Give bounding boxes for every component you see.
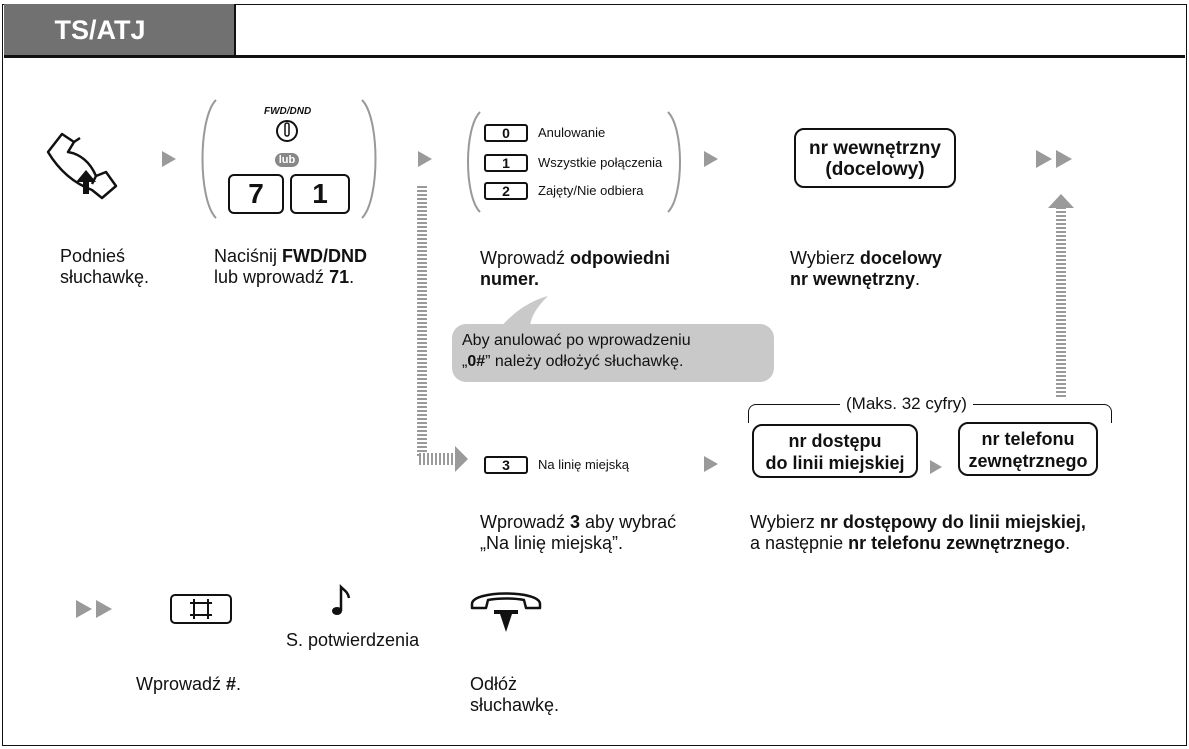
branch-arrowhead: [455, 446, 468, 472]
hash-key: [170, 594, 232, 624]
extension-number-box: nr wewnętrzny (docelowy): [794, 128, 956, 188]
outside-caption-pre: Wprowadź: [480, 512, 571, 532]
continue-arrow-icon-2: [76, 600, 112, 618]
flow-arrow-3: [704, 151, 718, 167]
fwd-caption: Naciśnij FWD/DND lub wprowadź 71.: [214, 246, 367, 288]
bubble-line1: Aby anulować po wprowadzeniu: [462, 332, 691, 349]
hash-caption-pre: Wprowadź: [136, 674, 227, 694]
extension-caption-pre: Wybierz: [790, 248, 860, 268]
flow-arrow-2: [418, 151, 432, 167]
access-box-line2: do linii miejskiej: [765, 453, 905, 473]
key-1-option: 1: [484, 154, 528, 172]
phone-box-line1: nr telefonu: [981, 429, 1075, 449]
return-connector: [1056, 207, 1066, 397]
right-parenthesis: [361, 99, 377, 219]
options-caption-pre: Wprowadź: [480, 248, 571, 268]
return-arrowhead: [1048, 194, 1074, 208]
fwd-dnd-label: FWD/DND: [264, 106, 312, 117]
confirmation-tone-label: S. potwierdzenia: [286, 630, 420, 650]
external-number-box: nr telefonu zewnętrznego: [958, 422, 1098, 476]
header-tab: TS/ATJ: [4, 4, 236, 57]
key-7: 7: [228, 174, 284, 214]
options-caption: Wprowadź odpowiedni numer.: [480, 248, 670, 290]
fwd-caption-line2-pre: lub wprowadź: [214, 267, 330, 287]
extension-box-line2: (docelowy): [825, 159, 925, 180]
option-busy-no-answer-label: Zajęty/Nie odbiera: [538, 183, 644, 198]
extension-caption: Wybierz docelowy nr wewnętrzny.: [790, 248, 942, 290]
hash-caption-post: .: [236, 674, 242, 694]
extension-caption-bold1: docelowy: [859, 248, 942, 268]
extension-caption-post: .: [915, 269, 921, 289]
hangup-caption-line1: Odłóż: [470, 674, 518, 694]
fwd-caption-bold1: FWD/DND: [282, 246, 368, 266]
option-cancel-label: Anulowanie: [538, 125, 606, 140]
bubble-line2-post: ” należy odłożyć słuchawkę.: [485, 353, 684, 370]
phone-box-line2: zewnętrznego: [968, 451, 1088, 471]
fwd-dnd-button-icon: [276, 120, 298, 142]
or-badge: lub: [275, 153, 299, 167]
hash-key-icon: [190, 599, 212, 619]
options-caption-bold1: odpowiedni: [570, 248, 671, 268]
flow-arrow-1: [162, 151, 176, 167]
bubble-tail: [500, 296, 548, 328]
access-box-line1: nr dostępu: [788, 431, 882, 451]
branch-connector-horizontal: [419, 453, 459, 465]
cancel-note-bubble: Aby anulować po wprowadzeniu „0#” należy…: [452, 324, 774, 382]
header-rule: [4, 55, 1185, 58]
outside-caption-bold: 3: [570, 512, 581, 532]
fwd-caption-post: .: [349, 267, 355, 287]
external-caption-bold2: nr telefonu zewnętrznego: [848, 533, 1066, 553]
external-caption-post: .: [1065, 533, 1071, 553]
hangup-caption: Odłóż słuchawkę.: [470, 674, 559, 716]
lift-caption: Podnieś słuchawkę.: [60, 246, 149, 288]
fwd-caption-pre: Naciśnij: [214, 246, 283, 266]
key-0: 0: [484, 124, 528, 142]
option-all-calls-label: Wszystkie połączenia: [538, 155, 663, 170]
outside-caption: Wprowadź 3 aby wybrać „Na linię miejską”…: [480, 512, 676, 554]
key-1: 1: [290, 174, 350, 214]
flow-arrow-5: [930, 460, 942, 474]
external-caption-line2-pre: a następnie: [750, 533, 849, 553]
external-caption-bold1: nr dostępowy do linii miejskiej,: [819, 512, 1086, 532]
lift-caption-line2: słuchawkę.: [60, 267, 150, 287]
key-2: 2: [484, 182, 528, 200]
lift-caption-line1: Podnieś: [60, 246, 126, 266]
key-3: 3: [484, 456, 528, 474]
outside-line-label: Na linię miejską: [538, 457, 630, 472]
trunk-access-number-box: nr dostępu do linii miejskiej: [752, 424, 918, 478]
hangup-caption-line2: słuchawkę.: [470, 695, 560, 715]
handset-on-hook-icon: [470, 592, 542, 632]
music-note-icon: [332, 584, 351, 615]
continue-arrow-icon: [1036, 150, 1072, 168]
branch-connector-vertical: [417, 186, 427, 458]
left-parenthesis: [201, 99, 217, 219]
handset-off-hook-icon: [46, 132, 118, 200]
max-digits-label: (Maks. 32 cyfry): [840, 394, 973, 414]
flow-arrow-4: [704, 456, 718, 472]
options-right-parenthesis: [667, 111, 681, 213]
external-caption-pre: Wybierz: [750, 512, 820, 532]
extension-box-line1: nr wewnętrzny: [809, 138, 941, 159]
extension-caption-bold2: nr wewnętrzny: [790, 269, 916, 289]
options-caption-bold2: numer.: [480, 269, 540, 289]
outside-caption-line2: „Na linię miejską”.: [480, 533, 624, 553]
outside-caption-post: aby wybrać: [580, 512, 677, 532]
external-caption: Wybierz nr dostępowy do linii miejskiej,…: [750, 512, 1086, 554]
header-tab-label: TS/ATJ: [54, 15, 146, 45]
bubble-line2-bold: 0#: [467, 353, 486, 370]
hash-caption: Wprowadź #.: [136, 674, 241, 695]
bubble-line2-pre: „: [462, 353, 468, 370]
fwd-caption-bold2: 71: [329, 267, 350, 287]
options-left-parenthesis: [467, 111, 481, 213]
hash-caption-bold: #: [226, 674, 237, 694]
